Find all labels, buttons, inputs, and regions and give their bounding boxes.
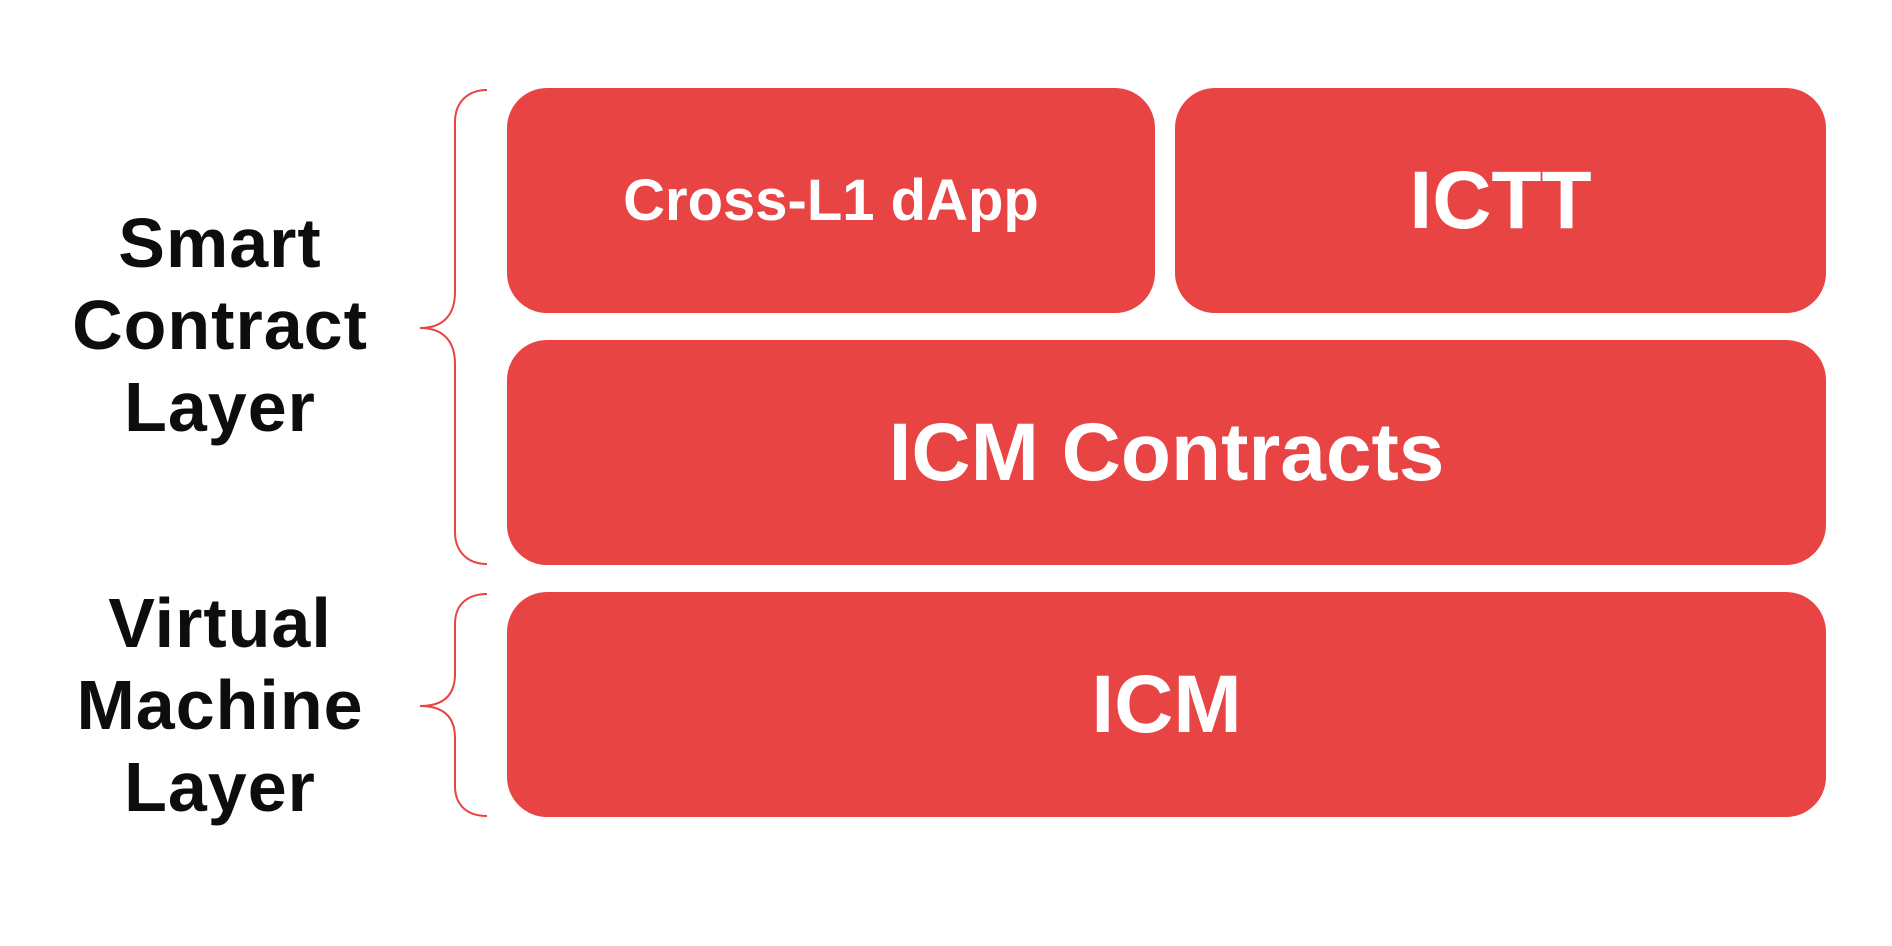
smart-contract-layer-brace [419,89,488,565]
label-line: Layer [124,748,316,826]
label-line: Layer [124,368,316,446]
icm-label: ICM [1091,658,1242,750]
cross-l1-dapp-label: Cross-L1 dApp [623,168,1039,233]
smart-contract-layer-label: Smart Contract Layer [50,202,390,448]
ictt-label: ICTT [1409,154,1592,246]
label-line: Machine [76,666,364,744]
icm-contracts-label: ICM Contracts [888,406,1445,498]
cross-l1-dapp-box: Cross-L1 dApp [507,88,1155,313]
icm-contracts-box: ICM Contracts [507,340,1826,565]
virtual-machine-layer-label: Virtual Machine Layer [50,582,390,828]
icm-box: ICM [507,592,1826,817]
label-line: Virtual [108,584,332,662]
virtual-machine-layer-brace [419,593,488,817]
label-line: Contract [72,286,368,364]
ictt-box: ICTT [1175,88,1826,313]
label-line: Smart [118,204,322,282]
